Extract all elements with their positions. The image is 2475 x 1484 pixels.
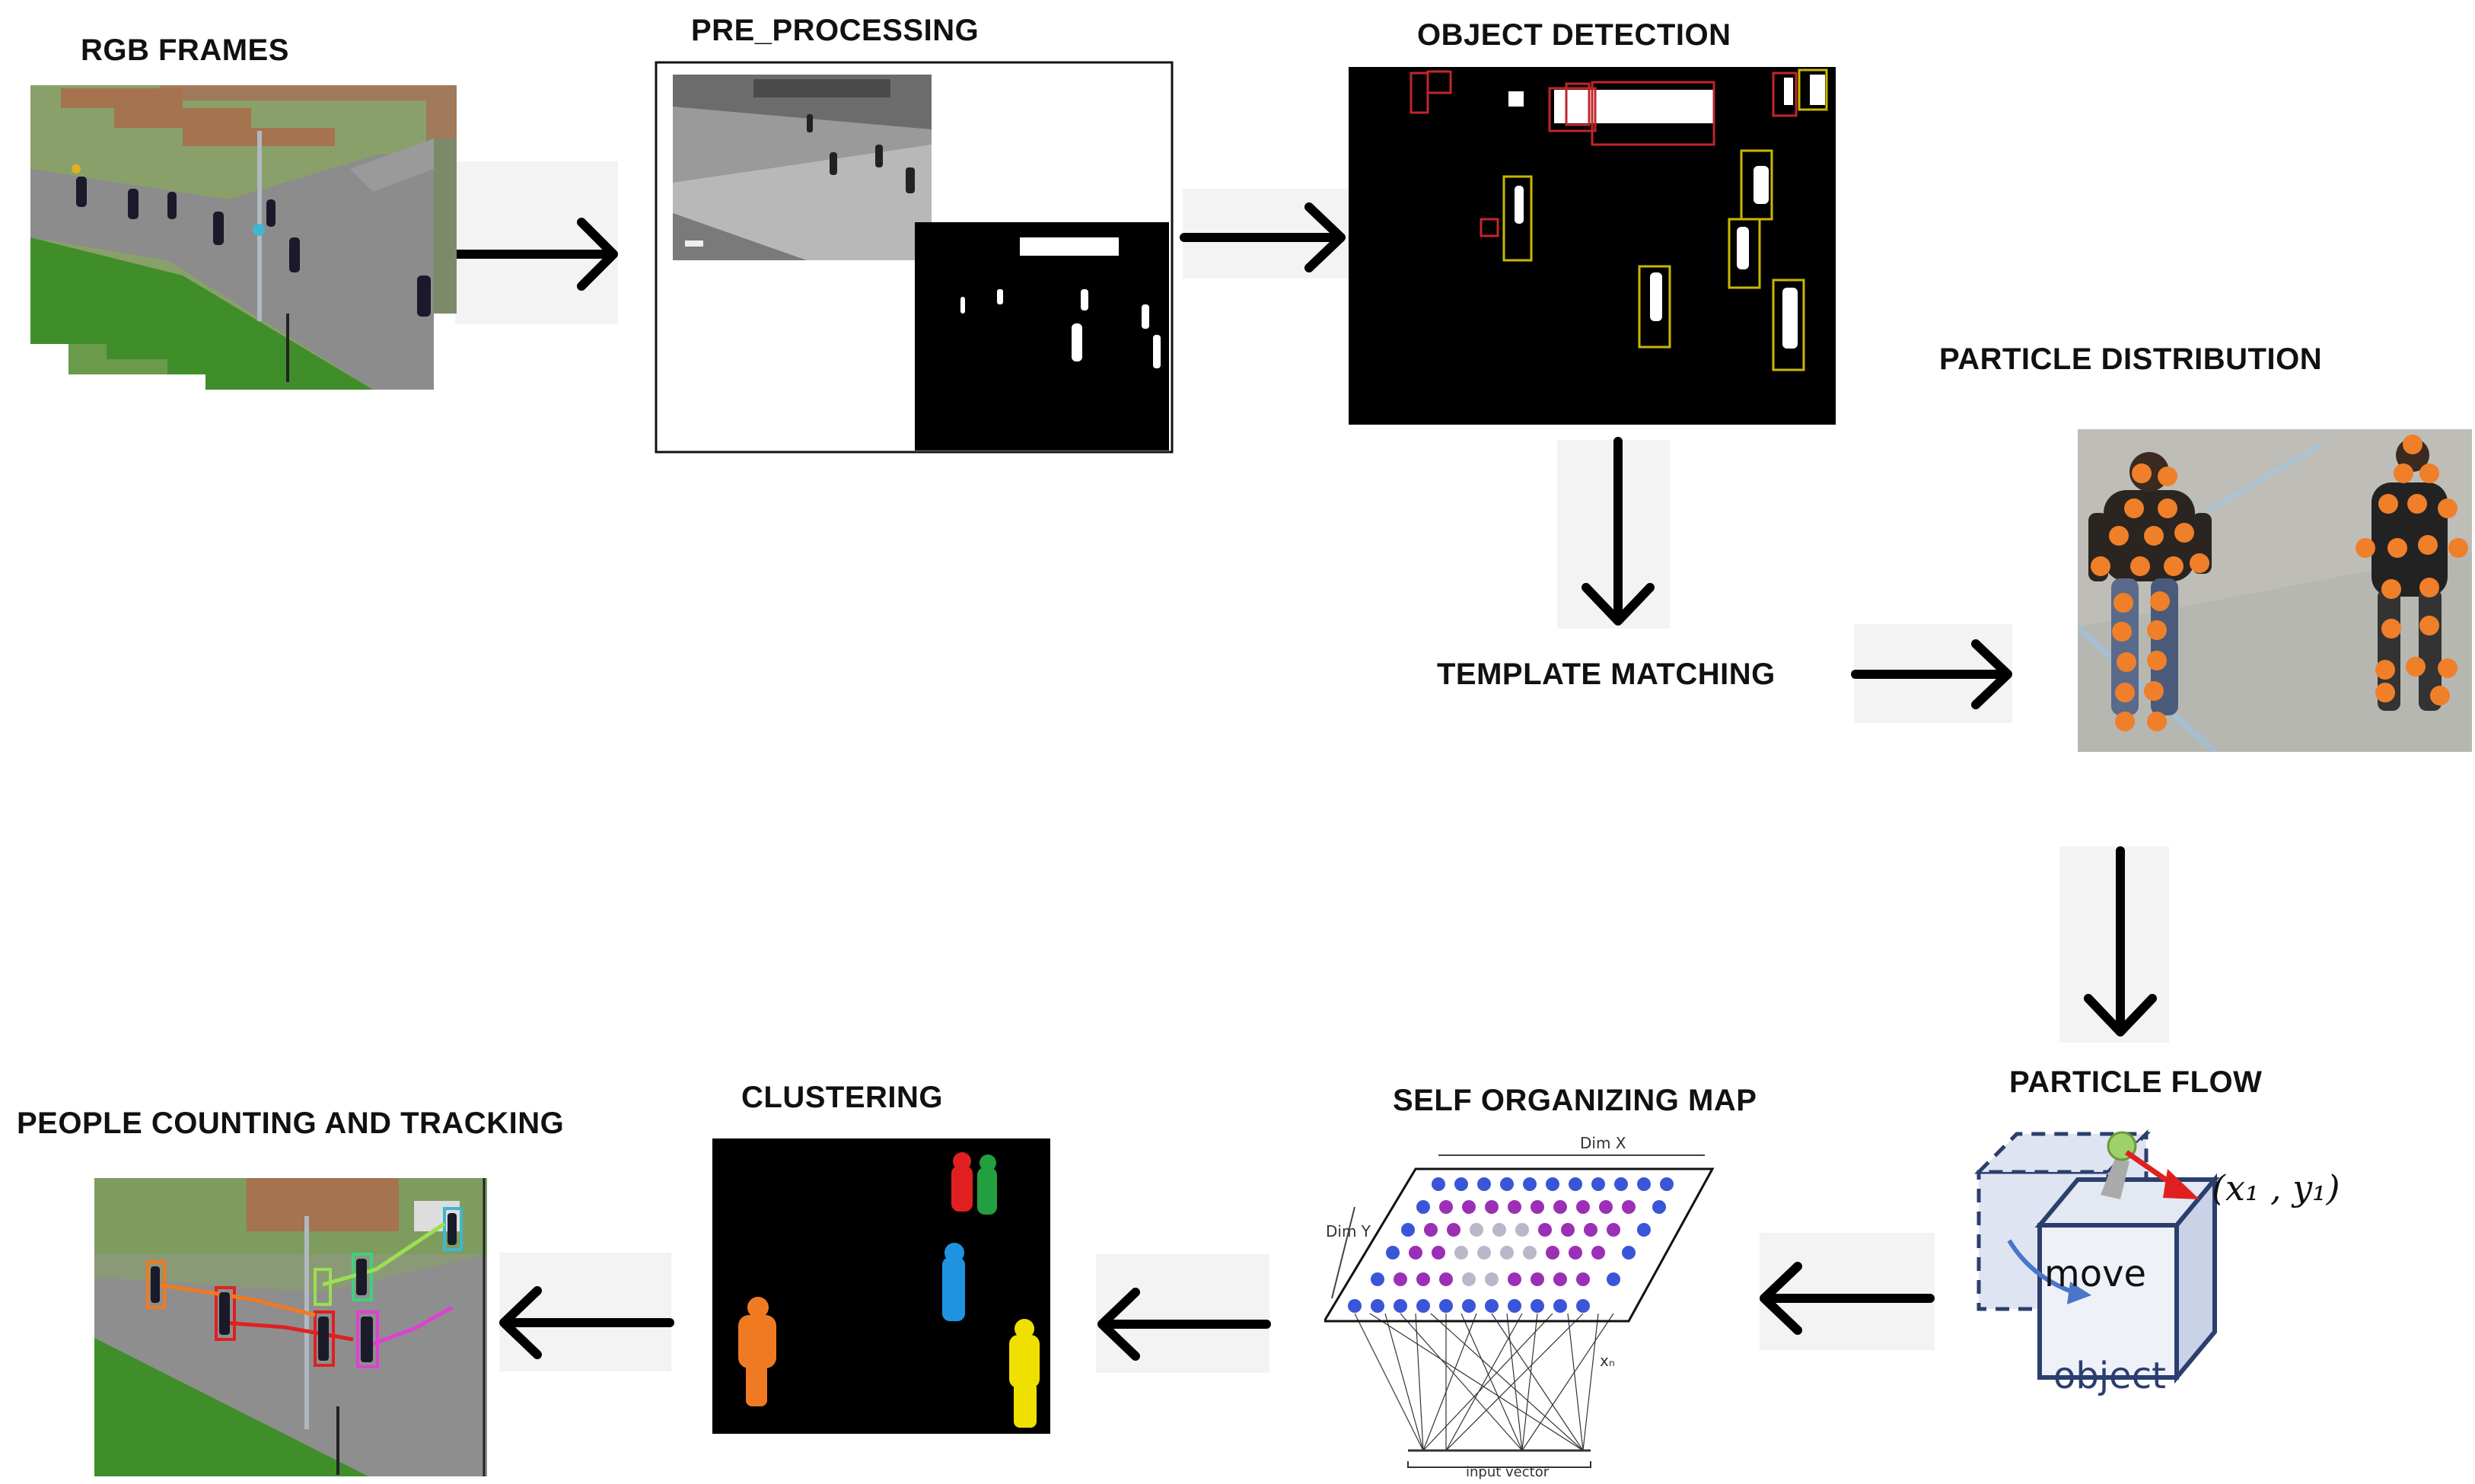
label-particle-flow: PARTICLE FLOW	[2009, 1065, 2263, 1099]
object-text: object	[2053, 1355, 2166, 1397]
label-template-matching: TEMPLATE MATCHING	[1437, 658, 1776, 691]
object-cube	[2034, 1173, 2220, 1384]
cluster-blue	[942, 1243, 965, 1321]
arrow-distribution-to-flow	[2084, 846, 2157, 1037]
label-object-detection: OBJECT DETECTION	[1417, 18, 1731, 52]
som-input-vector: input vector	[1466, 1464, 1550, 1480]
som-nodes	[1348, 1177, 1674, 1313]
rgb-frames-image	[30, 85, 457, 390]
label-people-counting: PEOPLE COUNTING AND TRACKING	[17, 1107, 565, 1140]
arrow-rgb-to-pre	[452, 218, 618, 291]
label-pre-processing: PRE_PROCESSING	[691, 14, 979, 47]
frame-stack	[30, 85, 457, 390]
arrow-flow-to-som	[1760, 1262, 1935, 1335]
grayscale-frame	[673, 75, 932, 260]
som-dim-y: Dim Y	[1326, 1222, 1371, 1240]
som-xn: xₙ	[1600, 1352, 1615, 1370]
clustering-image	[712, 1138, 1050, 1434]
som-grid-plane	[1324, 1167, 1715, 1323]
label-clustering: CLUSTERING	[741, 1081, 943, 1114]
particle-flow-figure: move object (x₁ , y₁)	[1964, 1096, 2375, 1416]
pre-processing-image	[655, 61, 1174, 454]
label-rgb-frames: RGB FRAMES	[81, 33, 289, 67]
particle-distribution-image	[2078, 429, 2472, 752]
arrow-pre-to-detect	[1180, 202, 1346, 272]
som-figure: Dim X Dim Y xₙ input vector	[1324, 1123, 1720, 1481]
counting-tracking-image	[94, 1178, 487, 1476]
label-particle-distribution: PARTICLE DISTRIBUTION	[1939, 342, 2323, 376]
arrow-template-to-distribution	[1851, 639, 2012, 709]
cluster-orange	[738, 1297, 776, 1406]
arrow-clustering-to-counting	[499, 1286, 674, 1359]
arrow-detect-to-template	[1582, 437, 1655, 626]
move-text: move	[2044, 1253, 2147, 1295]
cluster-red	[951, 1152, 973, 1212]
label-self-organizing-map: SELF ORGANIZING MAP	[1393, 1084, 1757, 1117]
coordinate-text: (x₁ , y₁)	[2212, 1167, 2340, 1209]
foreground-mask	[915, 222, 1169, 451]
arrow-som-to-clustering	[1097, 1288, 1271, 1361]
cluster-green	[977, 1154, 997, 1215]
som-dim-x: Dim X	[1580, 1134, 1626, 1152]
object-detection-image	[1349, 67, 1836, 425]
cluster-yellow	[1009, 1319, 1040, 1428]
